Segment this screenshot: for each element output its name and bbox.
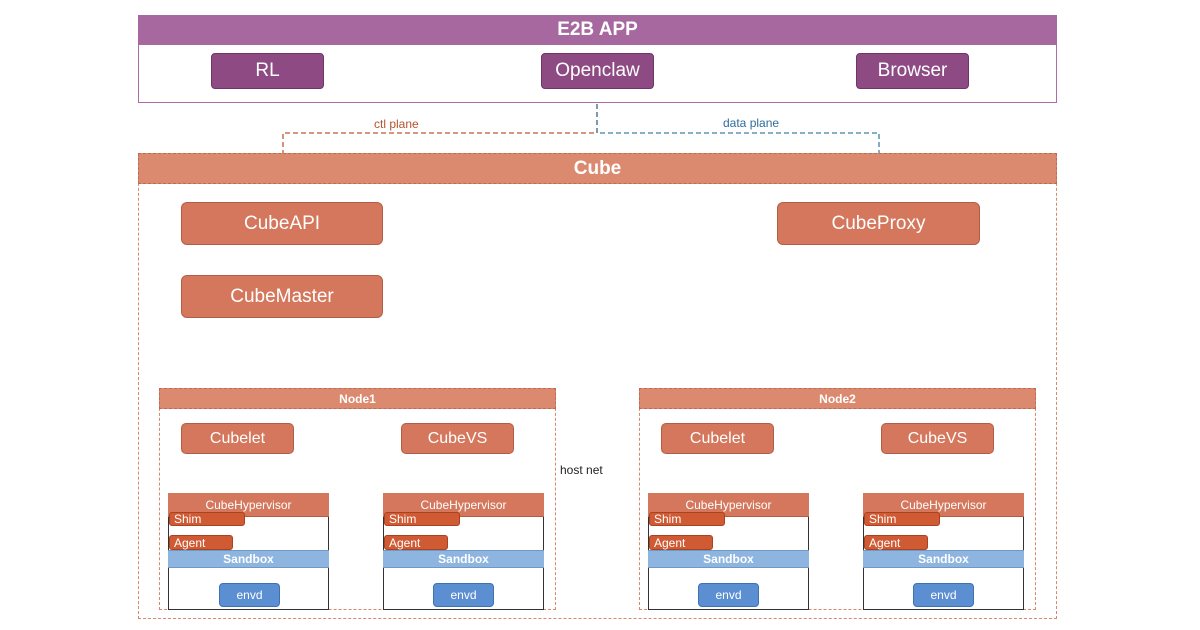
node2-cubelet-box: Cubelet xyxy=(661,423,774,454)
node2-vm2-hypervisor: CubeHypervisor xyxy=(863,493,1024,517)
node1-vm1-sandbox: Sandbox xyxy=(168,550,329,568)
data-plane-label: data plane xyxy=(723,116,780,130)
app-browser: Browser xyxy=(856,53,969,89)
cube-header: Cube xyxy=(138,153,1057,184)
cube-master-box: CubeMaster xyxy=(181,275,383,318)
node1-vm1-agent: Agent xyxy=(169,535,233,550)
node1-vm1-shim: Shim xyxy=(169,512,245,526)
ctl-plane-label: ctl plane xyxy=(374,117,419,131)
node1-vm2-sandbox: Sandbox xyxy=(383,550,544,568)
app-rl: RL xyxy=(211,53,324,89)
node1-header: Node1 xyxy=(159,388,556,409)
node2-vm2-sandbox: Sandbox xyxy=(863,550,1024,568)
cube-api-box: CubeAPI xyxy=(181,202,383,245)
node2-vm2-envd: envd xyxy=(913,583,974,607)
node1-vm2-envd: envd xyxy=(433,583,494,607)
node1-vm1-envd: envd xyxy=(219,583,280,607)
node1-cubelet-box: Cubelet xyxy=(181,423,294,454)
node1-vm2-shim: Shim xyxy=(384,512,460,526)
host-net-label: host net xyxy=(560,463,603,477)
cube-proxy-box: CubeProxy xyxy=(777,202,980,245)
node1-vm2-agent: Agent xyxy=(384,535,448,550)
node2-vm1-sandbox: Sandbox xyxy=(648,550,809,568)
node2-vm1-agent: Agent xyxy=(649,535,713,550)
node2-header: Node2 xyxy=(639,388,1036,409)
node2-vm2-shim: Shim xyxy=(864,512,940,526)
e2b-app-header: E2B APP xyxy=(138,15,1057,45)
node2-cubevs-box: CubeVS xyxy=(881,423,994,454)
node2-vm1-envd: envd xyxy=(698,583,759,607)
app-openclaw: Openclaw xyxy=(541,53,654,89)
node1-cubevs-box: CubeVS xyxy=(401,423,514,454)
node2-vm1-shim: Shim xyxy=(649,512,725,526)
node2-vm2-agent: Agent xyxy=(864,535,928,550)
